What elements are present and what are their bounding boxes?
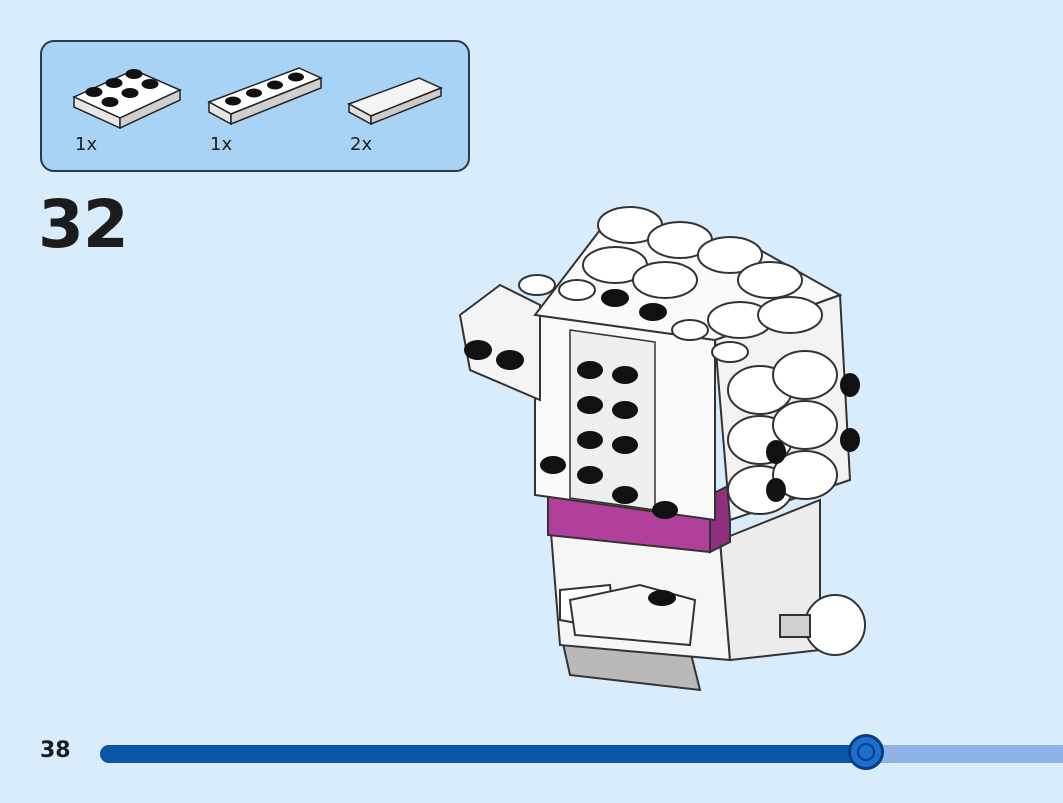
part-quantity: 1x xyxy=(210,134,233,155)
progress-fill xyxy=(100,745,866,763)
plate-2x3-icon xyxy=(72,69,182,130)
progress-bar xyxy=(100,734,1063,770)
part-quantity: 2x xyxy=(350,134,373,155)
progress-marker-icon xyxy=(847,734,884,770)
tile-1x4-icon xyxy=(347,77,443,126)
page-number: 38 xyxy=(40,738,71,763)
part-quantity: 1x xyxy=(75,134,98,155)
step-number: 32 xyxy=(38,186,129,263)
parts-list-panel: 1x 1x 2x xyxy=(40,40,470,172)
model-illustration xyxy=(458,206,866,692)
plate-1x4-icon xyxy=(207,67,323,126)
